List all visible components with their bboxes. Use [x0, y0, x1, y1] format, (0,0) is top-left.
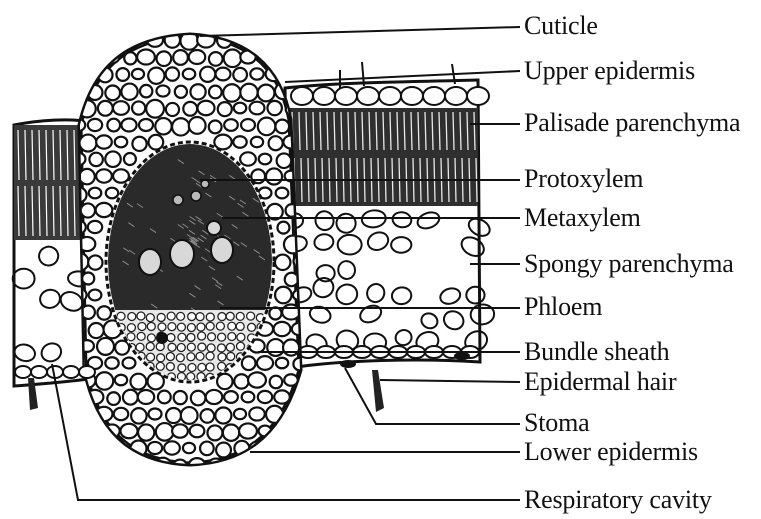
- midrib: [61, 32, 318, 475]
- leader-stoma: [345, 368, 520, 424]
- leader-upper-epidermis: [285, 71, 520, 82]
- label-respiratory-cavity: Respiratory cavity: [524, 485, 712, 515]
- label-lower-epidermis: Lower epidermis: [524, 437, 698, 467]
- label-protoxylem: Protoxylem: [524, 164, 643, 194]
- label-palisade-parenchyma: Palisade parenchyma: [524, 108, 740, 138]
- label-phloem: Phloem: [524, 292, 602, 322]
- right-leaf-blade: [285, 62, 495, 368]
- label-spongy-parenchyma: Spongy parenchyma: [524, 249, 734, 279]
- label-upper-epidermis: Upper epidermis: [524, 56, 695, 86]
- label-epidermal-hair: Epidermal hair: [524, 367, 676, 397]
- leader-cuticle: [200, 27, 520, 36]
- label-bundle-sheath: Bundle sheath: [524, 337, 669, 367]
- label-cuticle: Cuticle: [524, 11, 598, 41]
- leader-epidermal-hair: [380, 380, 520, 382]
- upper-epidermis: [291, 87, 489, 105]
- label-metaxylem: Metaxylem: [524, 203, 641, 233]
- label-stoma: Stoma: [524, 408, 589, 438]
